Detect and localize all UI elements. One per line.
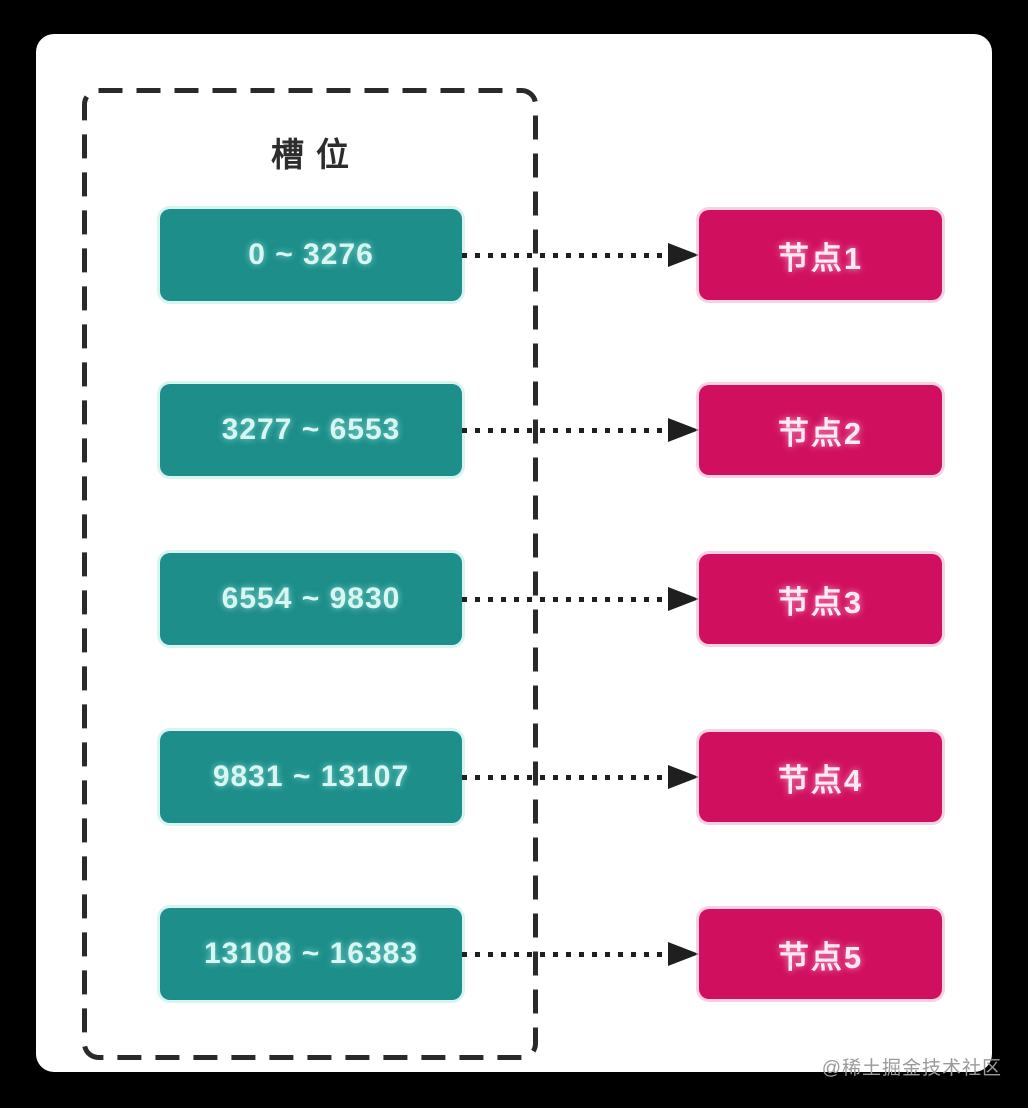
node-box: 节点1 [699,210,942,300]
node-box: 节点2 [699,385,942,475]
arrowhead-icon [668,587,699,611]
mapping-row: 9831 ~ 13107 节点4 [36,731,992,823]
slots-dashed-frame: 槽位 [82,88,538,1060]
node-box: 节点4 [699,732,942,822]
diagram-card: 槽位 0 ~ 3276 节点1 3277 ~ 6553 [36,34,992,1072]
dashed-border [82,88,538,1060]
arrow-dotted-line [462,596,668,602]
arrow-dotted-line [462,951,668,957]
slot-range-box: 6554 ~ 9830 [160,553,462,645]
arrowhead-icon [668,243,699,267]
slot-range-label: 9831 ~ 13107 [212,760,410,793]
arrow-dotted-line [462,774,668,780]
arrowhead-icon [668,418,699,442]
arrow-dotted-line [462,252,668,258]
mapping-row: 13108 ~ 16383 节点5 [36,908,992,1000]
slots-title: 槽位 [271,136,361,173]
arrowhead-icon [668,942,699,966]
slot-range-box: 9831 ~ 13107 [160,731,462,823]
dotted-arrow-icon [462,908,699,1000]
slot-range-box: 3277 ~ 6553 [160,384,462,476]
mapping-row: 3277 ~ 6553 节点2 [36,384,992,476]
dotted-arrow-icon [462,209,699,301]
arrow-dotted-line [462,427,668,433]
node-label: 节点2 [777,415,864,451]
slot-range-box: 13108 ~ 16383 [160,908,462,1000]
mapping-row: 0 ~ 3276 节点1 [36,209,992,301]
node-label: 节点1 [777,240,864,276]
slot-range-label: 6554 ~ 9830 [221,582,401,615]
slot-range-label: 0 ~ 3276 [248,238,374,271]
node-label: 节点5 [777,939,864,975]
node-label: 节点3 [777,584,864,620]
watermark: @稀土掘金技术社区 [821,1058,1002,1079]
node-label: 节点4 [777,762,864,798]
dotted-arrow-icon [462,731,699,823]
node-box: 节点3 [699,554,942,644]
slot-range-box: 0 ~ 3276 [160,209,462,301]
mapping-rows: 0 ~ 3276 节点1 3277 ~ 6553 [36,34,992,1072]
slot-range-label: 13108 ~ 16383 [203,937,419,970]
node-box: 节点5 [699,909,942,999]
dotted-arrow-icon [462,553,699,645]
mapping-row: 6554 ~ 9830 节点3 [36,553,992,645]
dotted-arrow-icon [462,384,699,476]
arrowhead-icon [668,765,699,789]
slot-range-label: 3277 ~ 6553 [221,413,401,446]
